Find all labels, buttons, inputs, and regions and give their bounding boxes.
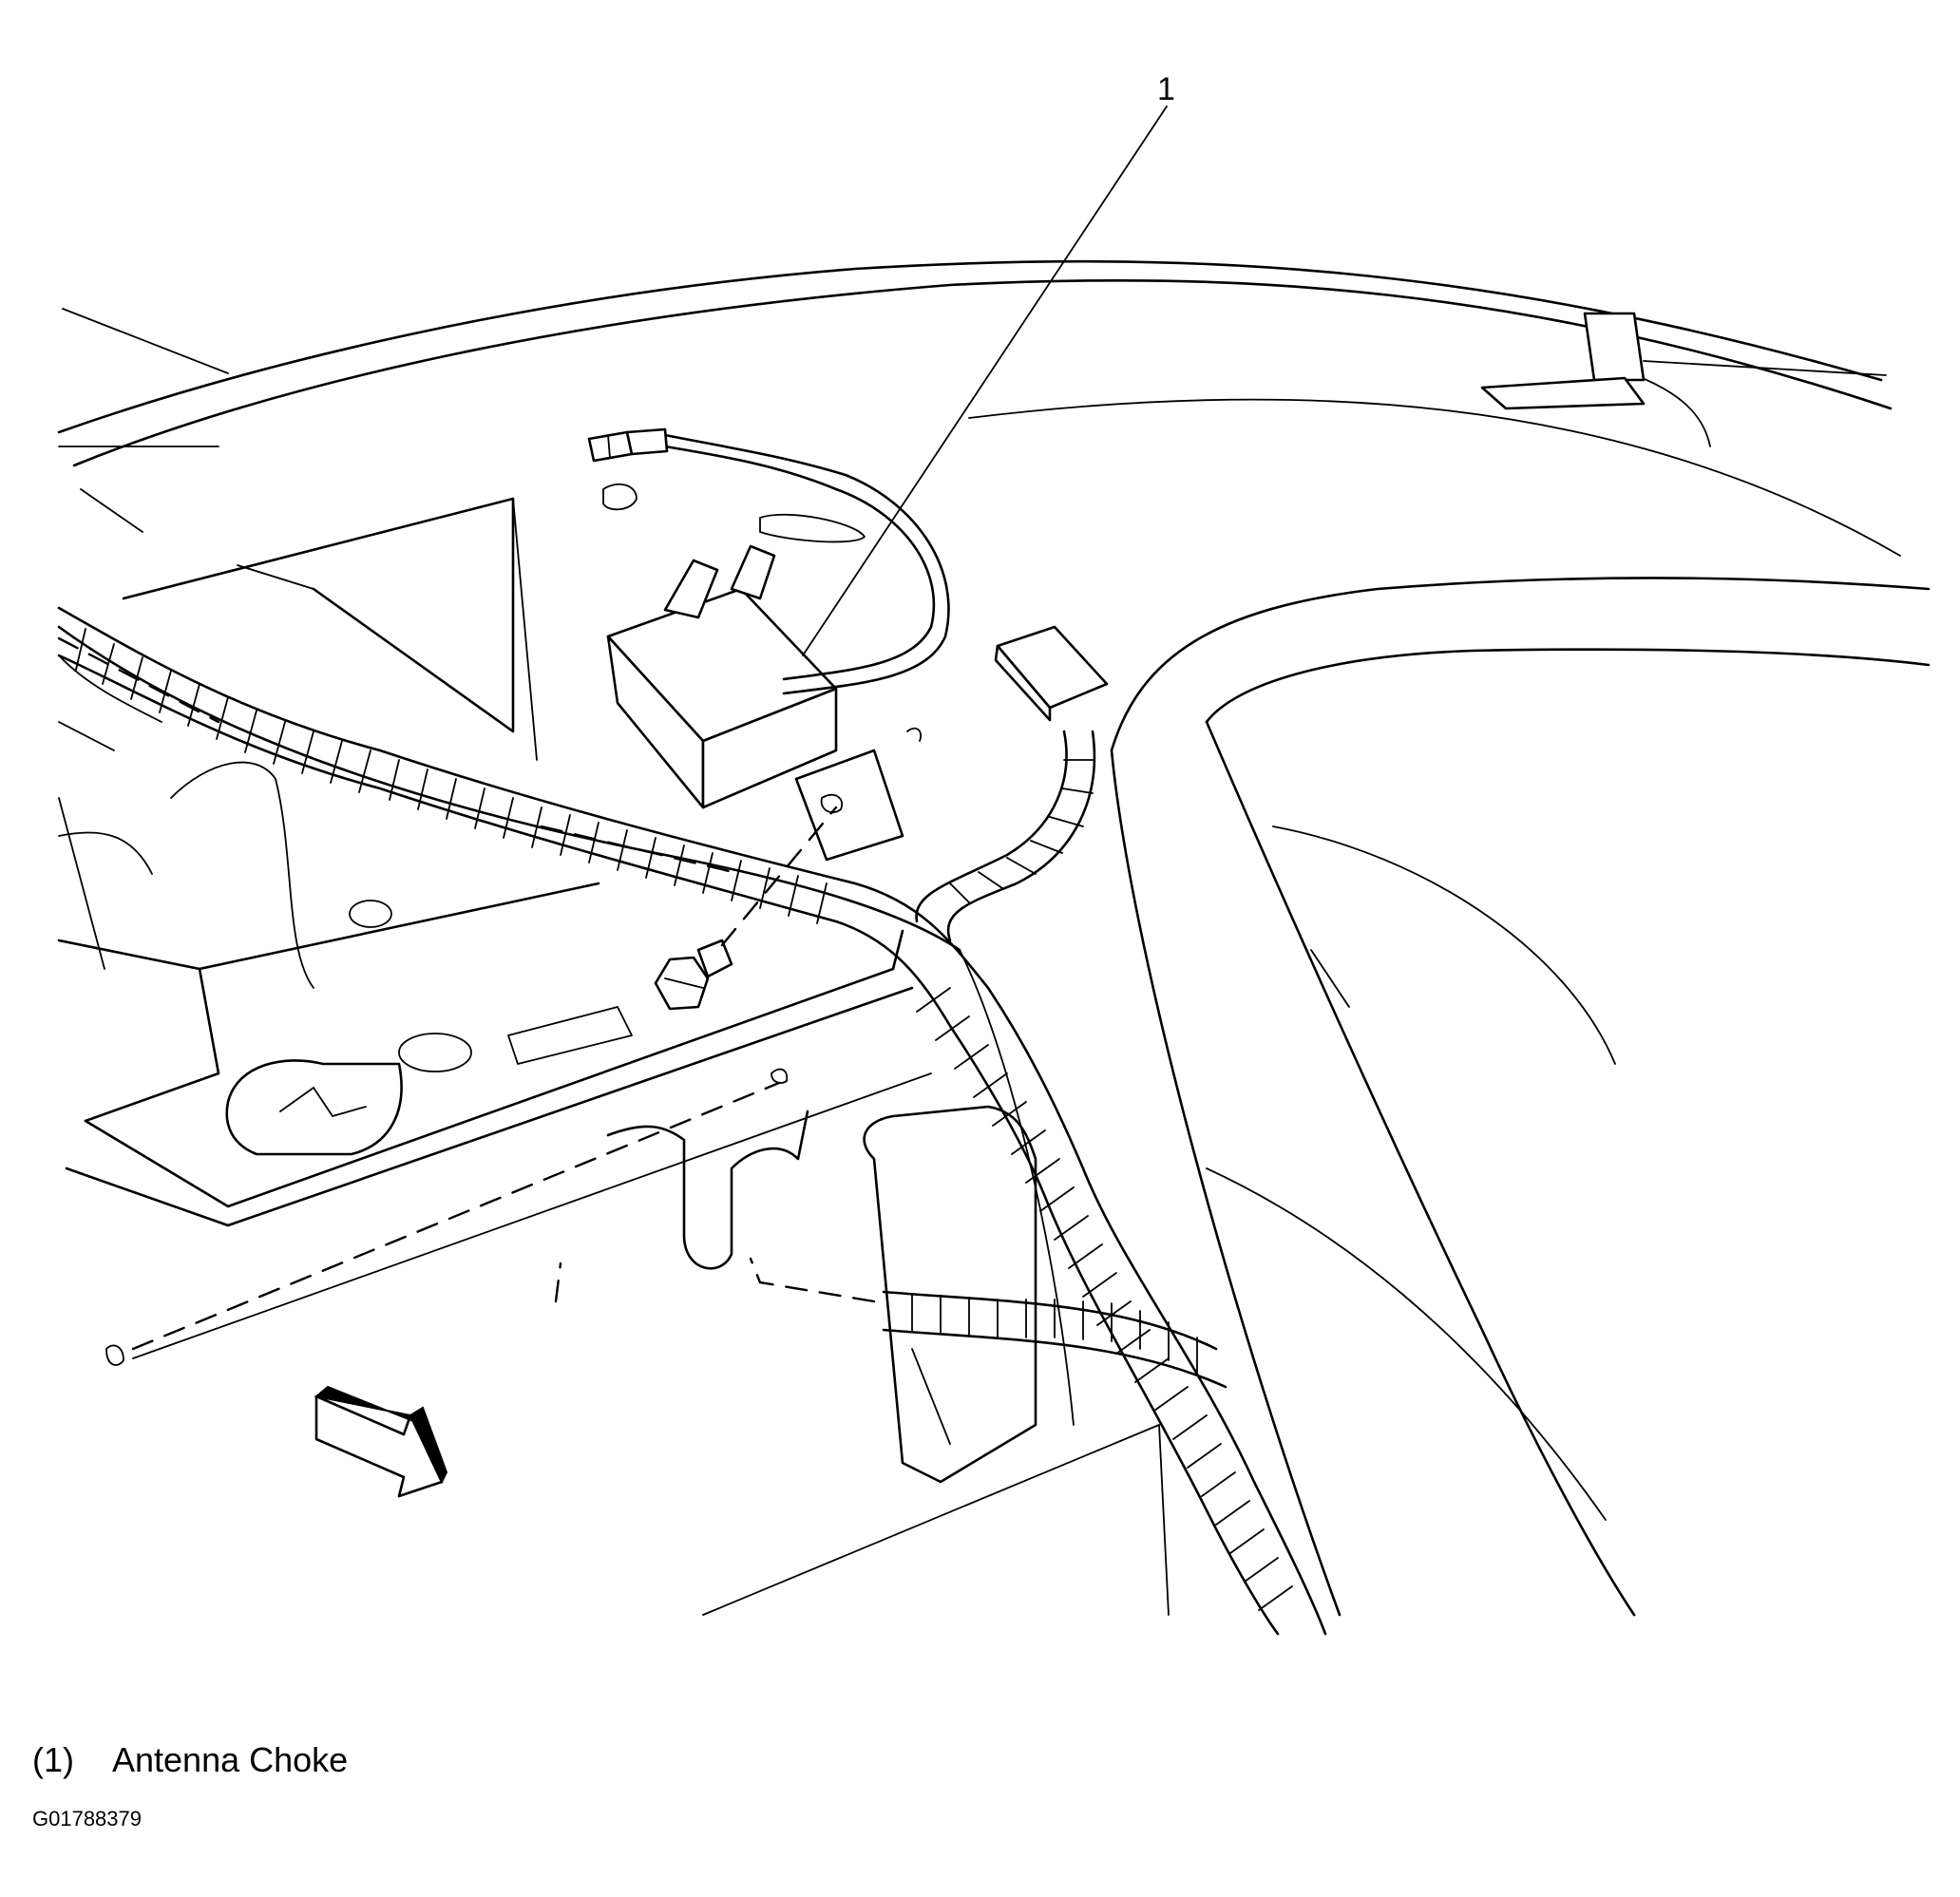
antenna-choke bbox=[606, 544, 904, 862]
rear-window-frame bbox=[1110, 577, 1931, 1617]
callout-number: 1 bbox=[1157, 71, 1175, 107]
antenna-pigtail-cable bbox=[587, 427, 950, 695]
package-shelf bbox=[57, 497, 1170, 1616]
lower-bracket bbox=[606, 1105, 1037, 1484]
callout-1: 1 bbox=[802, 71, 1175, 656]
forward-direction-arrow bbox=[314, 1385, 448, 1498]
vehicle-body-outline bbox=[57, 259, 1901, 557]
harness-connector bbox=[994, 625, 1109, 722]
legend-item-number: (1) bbox=[32, 1740, 74, 1779]
mounting-bolt bbox=[654, 806, 838, 1011]
wiring-harness bbox=[57, 606, 1327, 1636]
legend-item: (1) Antenna Choke bbox=[32, 1740, 348, 1780]
legend-item-label: Antenna Choke bbox=[112, 1740, 349, 1779]
figure-id: G01788379 bbox=[32, 1807, 142, 1831]
panel-holes bbox=[105, 483, 922, 1366]
dashed-section-lines bbox=[131, 1081, 781, 1351]
